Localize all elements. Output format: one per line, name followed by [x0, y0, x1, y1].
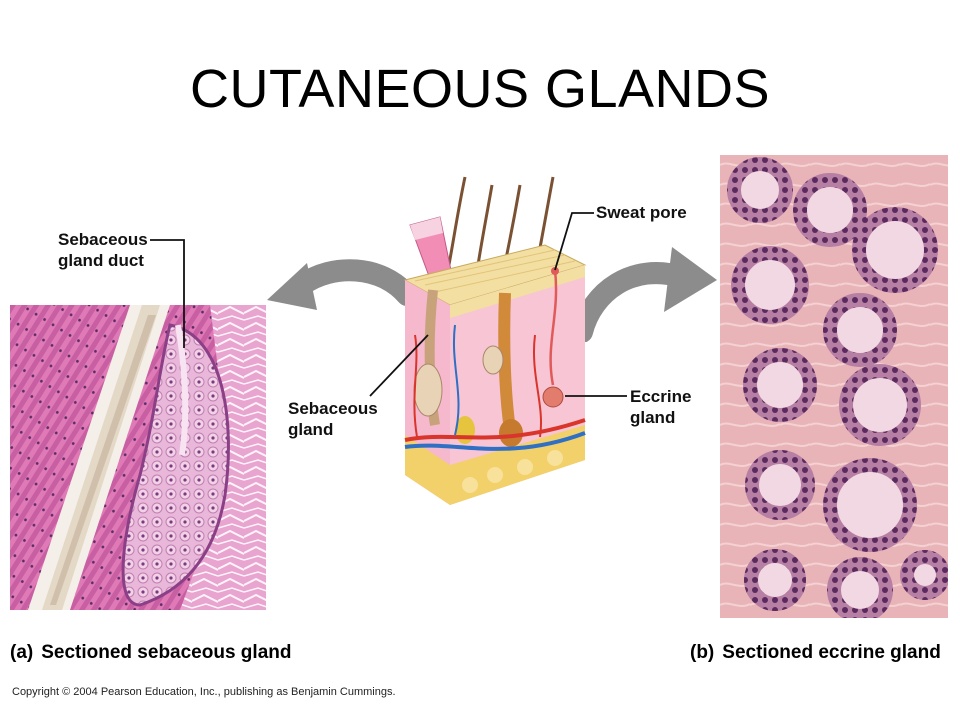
label-sweat-pore: Sweat pore — [596, 203, 687, 222]
label-sebaceous-gland-duct: Sebaceous gland duct — [58, 230, 148, 270]
sweat-pore-leader-line — [554, 212, 594, 271]
page-title: CUTANEOUS GLANDS — [189, 59, 771, 119]
copyright-notice: Copyright © 2004 Pearson Education, Inc.… — [12, 686, 396, 698]
skin-block-diagram — [395, 175, 595, 505]
sebaceous-micrograph — [10, 305, 266, 610]
label-eccrine-gland: Eccrine gland — [630, 387, 692, 427]
sebaceous-gland-leader-line — [369, 334, 429, 397]
arrow-to-eccrine — [572, 247, 717, 342]
eccrine-micrograph — [720, 155, 948, 618]
caption-b: (b)Sectioned eccrine gland — [690, 642, 941, 663]
label-sebaceous-gland: Sebaceous gland — [288, 399, 378, 439]
sebaceous-duct-leader-line — [150, 239, 185, 348]
eccrine-gland-leader-line — [565, 395, 627, 397]
arrow-to-sebaceous — [267, 259, 412, 310]
caption-a: (a)Sectioned sebaceous gland — [10, 642, 292, 663]
